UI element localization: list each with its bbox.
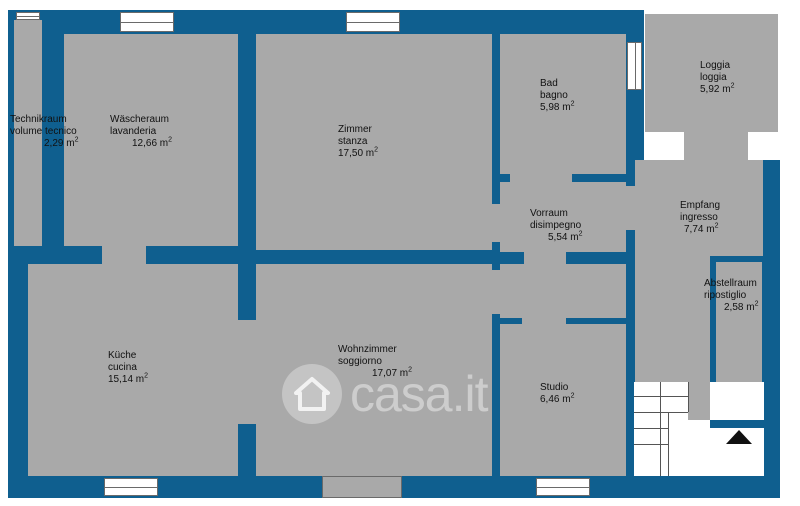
room-name-de: Vorraum	[530, 208, 568, 219]
room-vorraum-lower	[500, 264, 626, 318]
room-name-de: Loggia	[700, 60, 731, 71]
house-logo-icon	[282, 364, 342, 424]
stair-stringer-3	[688, 382, 689, 412]
room-studio	[500, 324, 626, 476]
room-name-it: bagno	[540, 90, 568, 101]
door-vorraum-zimmer	[492, 204, 500, 242]
area-unit-sup: 2	[570, 392, 575, 400]
stair-step-3	[634, 428, 668, 429]
room-area: 17,07 m	[372, 368, 409, 379]
stair-step-2	[634, 412, 688, 413]
room-area: 2,58 m	[724, 302, 755, 313]
room-name-de: Bad	[540, 78, 558, 89]
room-name-it: cucina	[108, 362, 137, 373]
stair-step-1	[634, 396, 688, 397]
label-technikraum: Technikraum volume tecnico 2,29 m2	[10, 114, 78, 150]
stair-step-4	[634, 444, 668, 445]
window-technikraum	[16, 12, 40, 20]
door-vorraum-empfang	[626, 186, 635, 230]
room-area: 5,98 m	[540, 102, 571, 113]
room-zimmer	[256, 34, 492, 250]
room-name-it: ripostiglio	[704, 290, 747, 301]
room-name-de: Wohnzimmer	[338, 344, 397, 355]
label-loggia: Loggia loggia 5,92 m2	[700, 60, 734, 96]
casa-it-watermark: casa.it	[282, 362, 489, 426]
door-vorraum-wohnzimmer	[492, 270, 500, 314]
door-vorraum-studio	[522, 318, 566, 324]
label-vorraum: Vorraum disimpegno 5,54 m2	[530, 208, 582, 244]
window-waescheraum	[120, 12, 174, 32]
room-area: 15,14 m	[108, 374, 145, 385]
room-waescheraum	[64, 34, 238, 246]
area-unit-sup: 2	[168, 136, 173, 144]
room-loggia	[645, 14, 778, 132]
watermark-brand: casa.it	[350, 366, 489, 422]
window-zimmer	[346, 12, 400, 32]
label-waescheraum: Wäscheraum lavanderia 12,66 m2	[110, 114, 172, 150]
room-name-de: Küche	[108, 350, 137, 361]
room-area: 2,29 m	[44, 138, 75, 149]
room-name-de: Zimmer	[338, 124, 372, 135]
room-area: 17,50 m	[338, 148, 375, 159]
room-area: 5,92 m	[700, 84, 731, 95]
label-wohnzimmer: Wohnzimmer soggiorno 17,07 m2	[338, 344, 412, 380]
area-unit-sup: 2	[74, 136, 79, 144]
room-name-it: ingresso	[680, 212, 718, 223]
room-name-de: Abstellraum	[704, 278, 757, 289]
window-studio	[536, 478, 590, 496]
room-name-it: disimpegno	[530, 220, 582, 231]
room-kueche	[28, 264, 238, 476]
window-bad	[627, 42, 642, 90]
stair-direction-arrow-icon	[726, 430, 752, 444]
label-abstellraum: Abstellraum ripostiglio 2,58 m2	[704, 278, 758, 314]
room-name-it: volume tecnico	[10, 126, 77, 137]
stair-stringer-1	[660, 382, 661, 476]
room-area: 7,74 m	[684, 224, 715, 235]
stair-stringer-2	[668, 412, 669, 476]
area-unit-sup: 2	[730, 82, 735, 90]
label-zimmer: Zimmer stanza 17,50 m2	[338, 124, 378, 160]
area-unit-sup: 2	[570, 100, 575, 108]
stair-wall	[710, 420, 765, 428]
label-empfang: Empfang ingresso 7,74 m2	[680, 200, 720, 236]
room-bad	[500, 34, 626, 174]
label-kueche: Küche cucina 15,14 m2	[108, 350, 148, 386]
room-name-de: Wäscheraum	[110, 114, 169, 125]
room-name-de: Empfang	[680, 200, 721, 211]
area-unit-sup: 2	[714, 222, 719, 230]
door-empfang-loggia	[684, 132, 748, 160]
room-name-it: loggia	[700, 72, 727, 83]
room-area: 5,54 m	[548, 232, 579, 243]
room-area: 12,66 m	[132, 138, 169, 149]
door-vorraum-bad	[510, 174, 572, 182]
room-technikraum	[14, 20, 42, 246]
area-unit-sup: 2	[578, 230, 583, 238]
area-unit-sup: 2	[754, 300, 759, 308]
door-vorraum-hall	[524, 250, 566, 264]
area-unit-sup: 2	[408, 366, 413, 374]
window-kueche	[104, 478, 158, 496]
room-name-de: Studio	[540, 382, 569, 393]
label-bad: Bad bagno 5,98 m2	[540, 78, 574, 114]
room-passage	[238, 320, 256, 424]
area-unit-sup: 2	[374, 146, 379, 154]
area-unit-sup: 2	[144, 372, 149, 380]
room-area: 6,46 m	[540, 394, 571, 405]
door-kueche-waescheraum	[102, 246, 146, 264]
room-name-it: soggiorno	[338, 356, 382, 367]
label-studio: Studio 6,46 m2	[540, 382, 574, 406]
balcony-door-wohnzimmer	[322, 476, 402, 498]
room-name-it: lavanderia	[110, 126, 157, 137]
room-name-it: stanza	[338, 136, 368, 147]
room-name-de: Technikraum	[10, 114, 67, 125]
room-vorraum	[500, 182, 626, 252]
stair-landing	[688, 382, 710, 420]
